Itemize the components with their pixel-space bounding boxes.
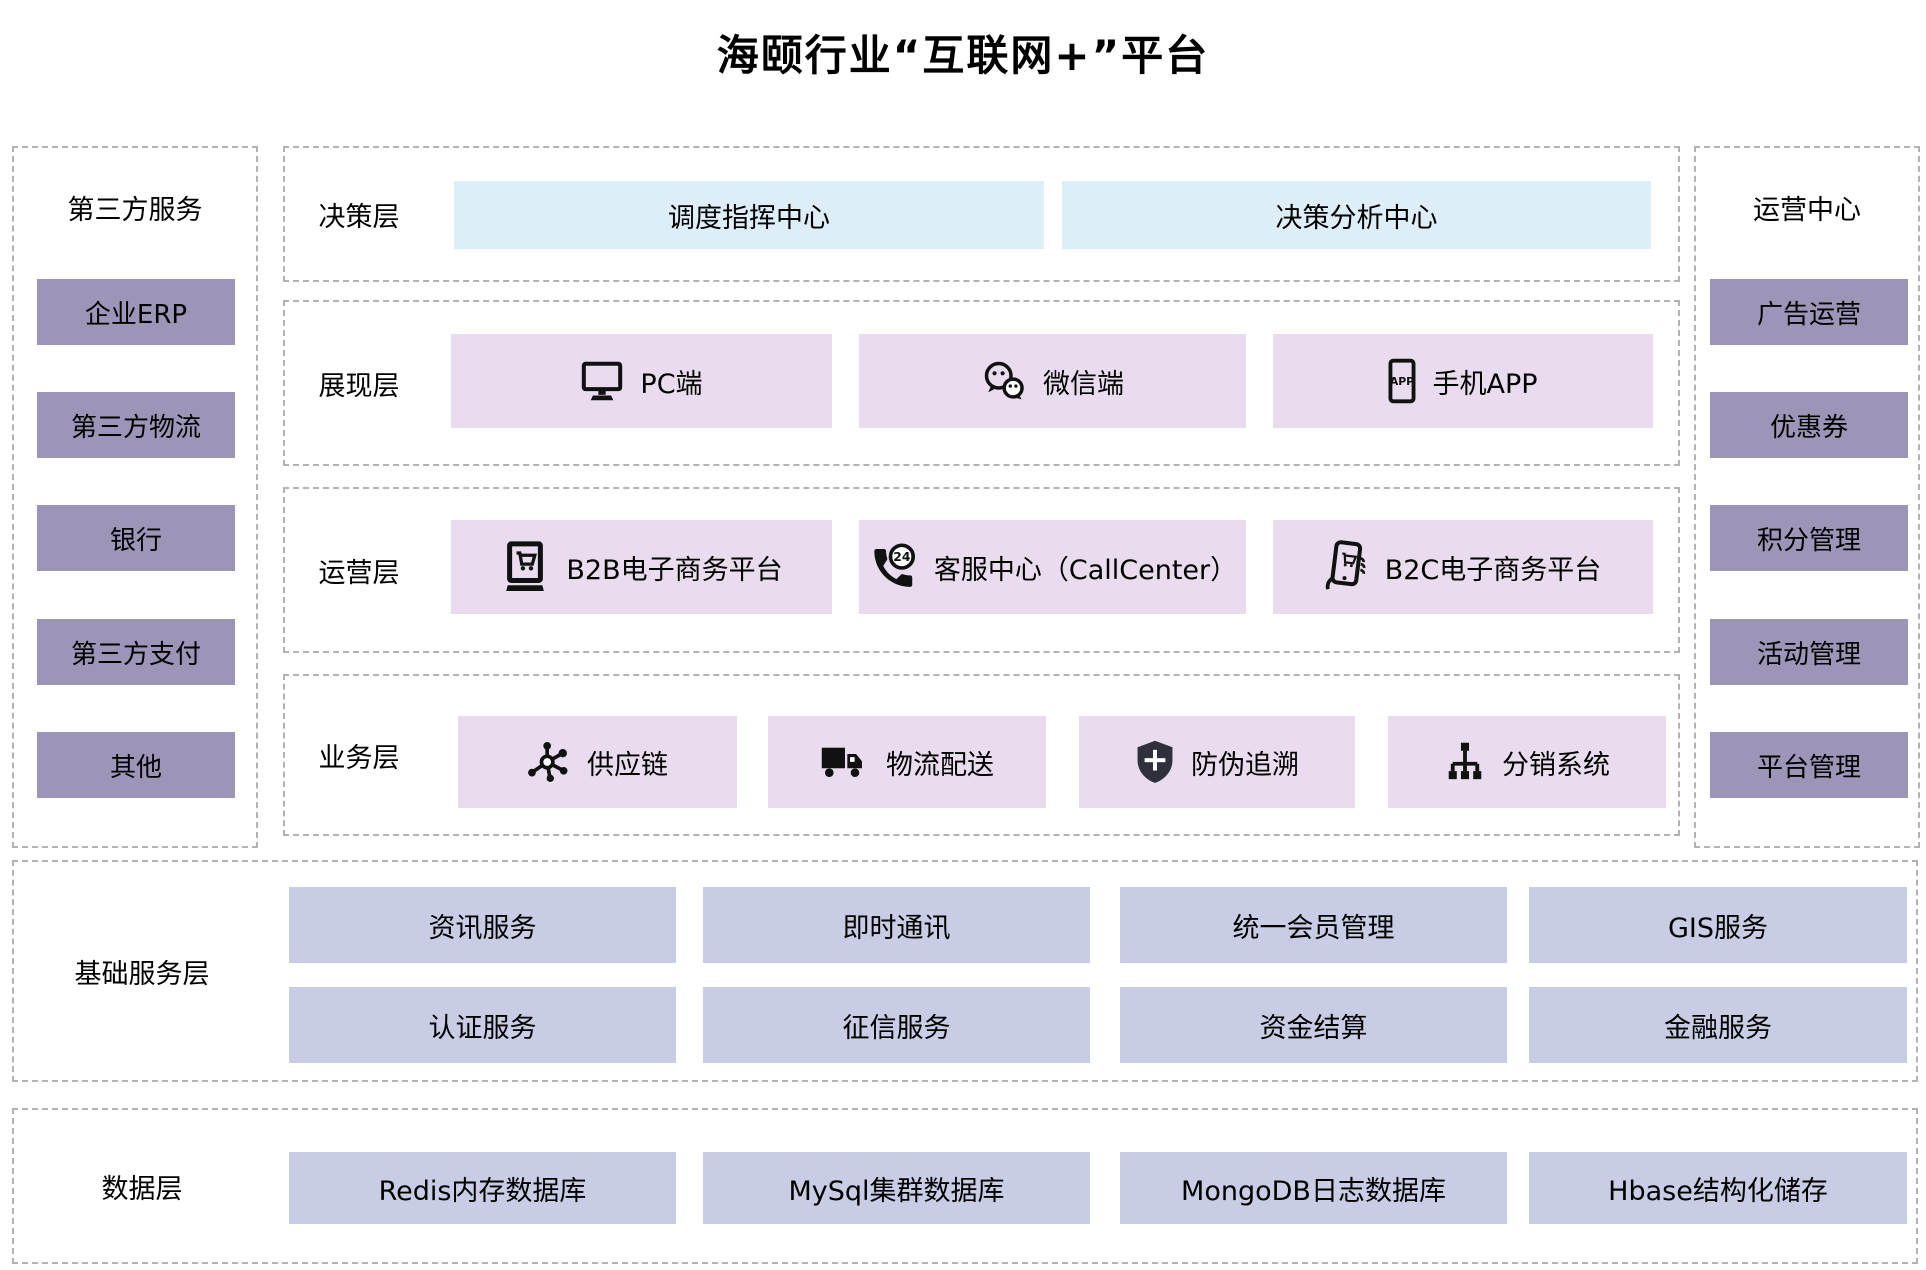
- third-party-item-other: 其他: [37, 732, 235, 798]
- page-title: 海颐行业“互联网+”平台: [716, 31, 1210, 80]
- pc-client-box: PC端: [451, 334, 832, 428]
- mobile-app-box: APP 手机APP: [1273, 334, 1653, 428]
- third-party-item-erp: 企业ERP: [37, 279, 235, 345]
- pc-client-label: PC端: [640, 368, 703, 400]
- supply-chain-box: 供应链: [458, 716, 737, 808]
- member-management-box: 统一会员管理: [1120, 887, 1507, 963]
- supply-chain-label: 供应链: [587, 749, 668, 781]
- dispatch-command-center-box: 调度指挥中心: [454, 181, 1044, 249]
- wechat-client-box: 微信端: [859, 334, 1246, 428]
- wechat-icon: [984, 361, 1024, 400]
- distribution-tree-icon: [1448, 742, 1482, 780]
- data-layer-section: 数据层 Redis内存数据库 MySql集群数据库 MongoDB日志数据库 H…: [12, 1108, 1918, 1264]
- third-party-services-title: 第三方服务: [67, 195, 203, 226]
- b2b-platform-box: B2B电子商务平台: [451, 520, 832, 614]
- mobile-app-label: 手机APP: [1432, 368, 1538, 400]
- operation-layer-row: 运营层 B2B电子商务平台 24 客服中心（CallCenter）: [283, 487, 1680, 653]
- anti-counterfeit-shield-icon: [1137, 740, 1173, 783]
- b2c-ecommerce-icon: [1325, 540, 1366, 590]
- b2c-platform-box: B2C电子商务平台: [1273, 520, 1653, 614]
- operation-item-activity: 活动管理: [1710, 619, 1908, 685]
- base-service-layer-section: 基础服务层 资讯服务 即时通讯 统一会员管理 GIS服务 认证服务 征信服务 资…: [12, 860, 1918, 1082]
- business-layer-label: 业务层: [318, 742, 400, 774]
- auth-service-box: 认证服务: [289, 987, 676, 1063]
- decision-layer-label: 决策层: [318, 201, 400, 233]
- redis-db-box: Redis内存数据库: [289, 1152, 676, 1224]
- anti-counterfeit-label: 防伪追溯: [1191, 749, 1299, 781]
- hbase-storage-box: Hbase结构化储存: [1529, 1152, 1907, 1224]
- operation-center-panel: 运营中心 广告运营 优惠券 积分管理 活动管理 平台管理: [1694, 146, 1920, 848]
- wechat-client-label: 微信端: [1043, 368, 1124, 400]
- mongodb-db-box: MongoDB日志数据库: [1120, 1152, 1507, 1224]
- logistics-truck-icon: [821, 747, 862, 777]
- callcenter-box: 24 客服中心（CallCenter）: [859, 520, 1246, 614]
- presentation-layer-label: 展现层: [318, 370, 400, 402]
- b2c-platform-label: B2C电子商务平台: [1384, 554, 1602, 586]
- anti-counterfeit-box: 防伪追溯: [1079, 716, 1355, 808]
- gis-service-box: GIS服务: [1529, 887, 1907, 963]
- svg-text:APP: APP: [1390, 375, 1414, 388]
- operation-item-ads: 广告运营: [1710, 279, 1908, 345]
- decision-analysis-center-box: 决策分析中心: [1062, 181, 1651, 249]
- callcenter-icon: 24: [874, 543, 915, 587]
- distribution-label: 分销系统: [1502, 749, 1610, 781]
- logistics-label: 物流配送: [886, 749, 994, 781]
- monitor-icon: [582, 361, 623, 401]
- third-party-item-bank: 银行: [37, 505, 235, 571]
- operation-item-points: 积分管理: [1710, 505, 1908, 571]
- decision-layer-row: 决策层 调度指挥中心 决策分析中心: [283, 146, 1680, 282]
- third-party-item-payment: 第三方支付: [37, 619, 235, 685]
- info-service-box: 资讯服务: [289, 887, 676, 963]
- base-service-layer-label: 基础服务层: [74, 958, 210, 990]
- operation-item-coupon: 优惠券: [1710, 392, 1908, 458]
- finance-service-box: 金融服务: [1529, 987, 1907, 1063]
- distribution-box: 分销系统: [1388, 716, 1666, 808]
- logistics-box: 物流配送: [768, 716, 1046, 808]
- operation-layer-label: 运营层: [318, 557, 400, 589]
- third-party-item-logistics: 第三方物流: [37, 392, 235, 458]
- data-layer-label: 数据层: [101, 1173, 183, 1205]
- mysql-db-box: MySql集群数据库: [703, 1152, 1090, 1224]
- credit-service-box: 征信服务: [703, 987, 1090, 1063]
- business-layer-row: 业务层 供应链: [283, 674, 1680, 836]
- fund-settlement-box: 资金结算: [1120, 987, 1507, 1063]
- supply-chain-icon: [528, 742, 568, 782]
- operation-center-title: 运营中心: [1753, 195, 1861, 226]
- third-party-services-panel: 第三方服务 企业ERP 第三方物流 银行 第三方支付 其他: [12, 146, 258, 848]
- callcenter-label: 客服中心（CallCenter）: [933, 554, 1238, 586]
- im-service-box: 即时通讯: [703, 887, 1090, 963]
- phone-app-icon: APP: [1388, 358, 1416, 404]
- b2b-platform-label: B2B电子商务平台: [566, 554, 783, 586]
- svg-text:24: 24: [893, 550, 910, 564]
- operation-item-platform: 平台管理: [1710, 732, 1908, 798]
- presentation-layer-row: 展现层 PC端 微信端: [283, 300, 1680, 466]
- b2b-ecommerce-icon: [506, 541, 545, 592]
